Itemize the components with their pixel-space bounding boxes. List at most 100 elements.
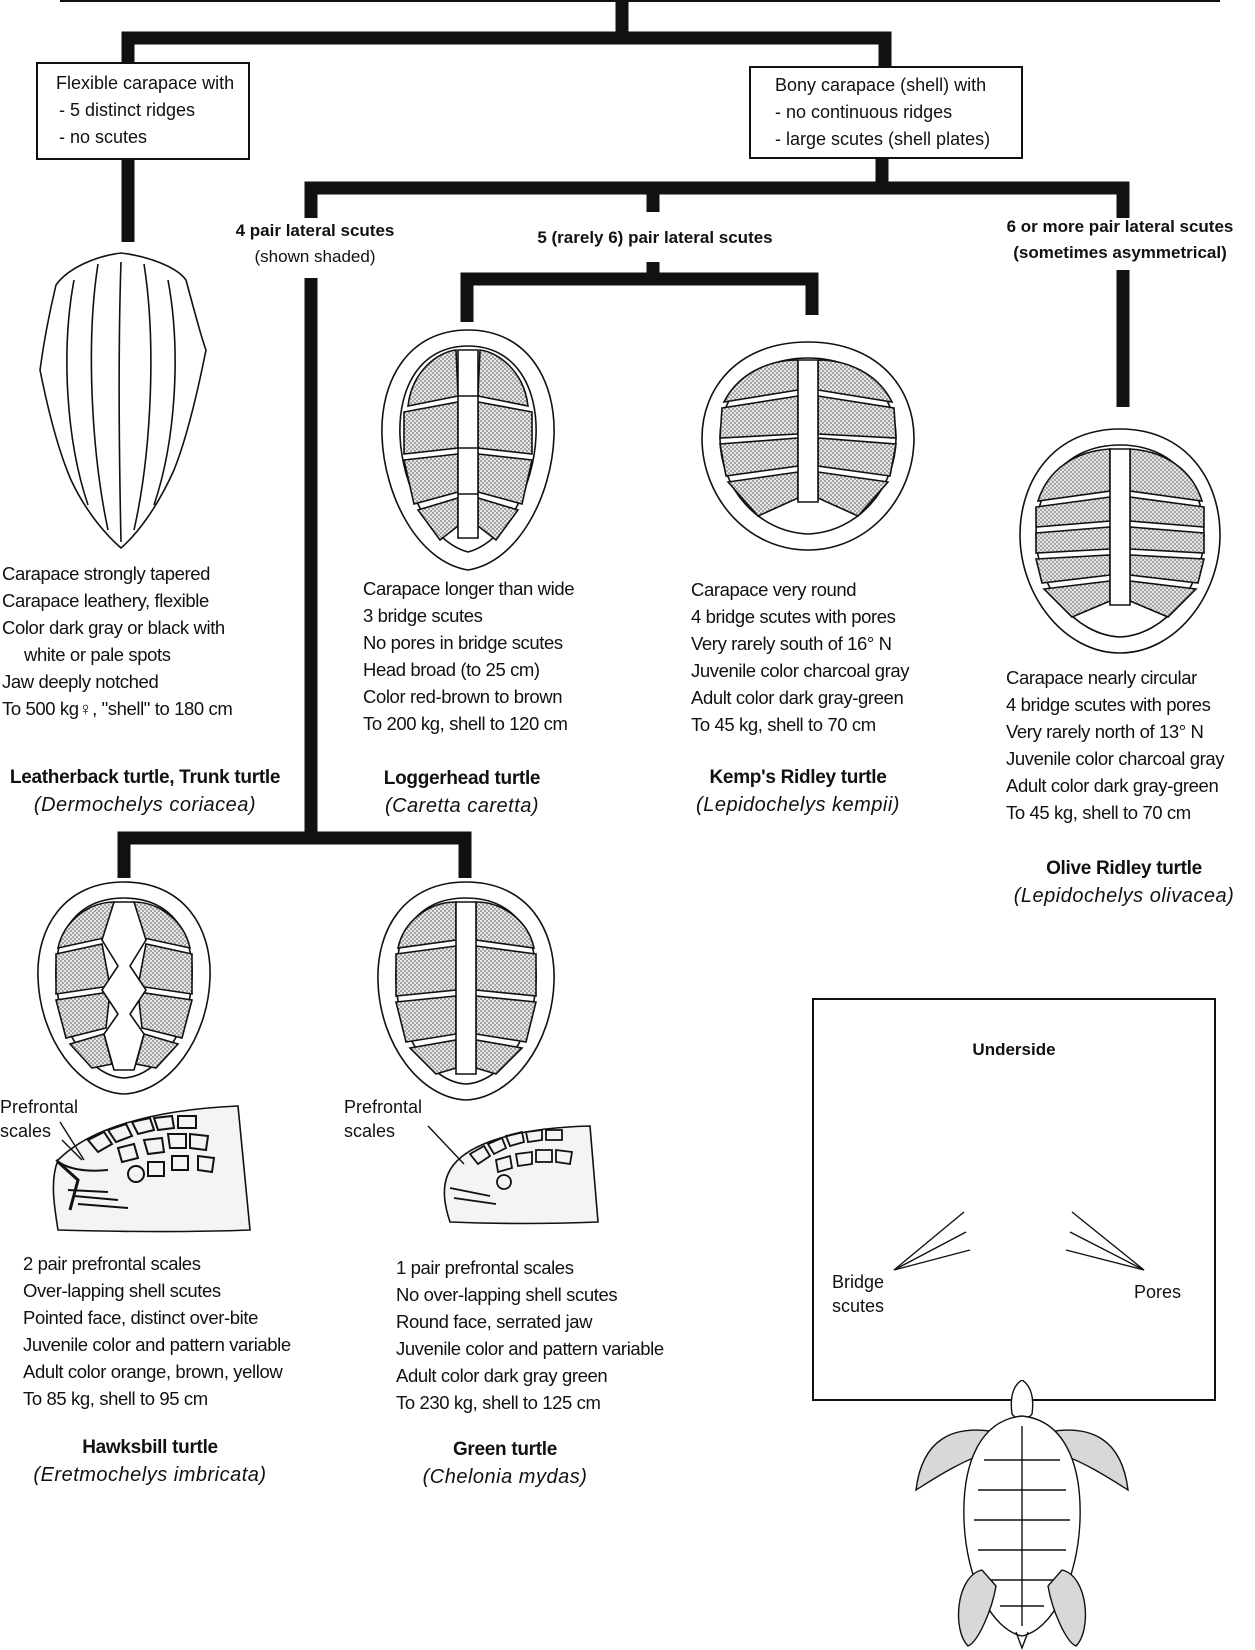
label-line: Prefrontal <box>344 1097 423 1117</box>
flexible-carapace-line: - 5 distinct ridges <box>59 100 196 120</box>
leatherback-common-name: Leatherback turtle, Trunk turtle <box>9 767 281 788</box>
hawksbill-prefrontal-label: Prefrontal scales <box>0 1095 78 1143</box>
label-line: scutes <box>832 1296 885 1316</box>
loggerhead-traits: Carapace longer than wide 3 bridge scute… <box>363 575 575 737</box>
category-four-pair: 4 pair lateral scutes (shown shaded) <box>210 218 420 270</box>
trait-line: To 500 kg♀, "shell" to 180 cm <box>2 698 233 719</box>
trait-line: Juvenile color charcoal gray <box>691 660 910 681</box>
turtle-underside-drawing <box>915 1380 1129 1650</box>
loggerhead-common-name: Loggerhead turtle <box>383 768 541 789</box>
key-connector-lines <box>60 0 1220 878</box>
label-line: scales <box>0 1121 52 1141</box>
trait-line: To 230 kg, shell to 125 cm <box>396 1392 601 1413</box>
green-name: Green turtle (Chelonia mydas) <box>395 1436 615 1491</box>
trait-line: Juvenile color and pattern variable <box>396 1338 664 1359</box>
flexible-carapace-box: Flexible carapace with - 5 distinct ridg… <box>36 62 250 160</box>
trait-line: Round face, serrated jaw <box>396 1311 593 1332</box>
label-line: Prefrontal <box>0 1097 79 1117</box>
green-prefrontal-label: Prefrontal scales <box>344 1095 422 1143</box>
loggerhead-carapace-drawing <box>381 329 555 571</box>
pores-label: Pores <box>1134 1282 1182 1302</box>
trait-line: Very rarely north of 13° N <box>1006 721 1204 742</box>
bony-carapace-box: Bony carapace (shell) with - no continuo… <box>749 66 1023 159</box>
label-line: Bridge <box>832 1272 885 1292</box>
inset-pointer-lines <box>893 1211 1145 1271</box>
category-four-pair-sub: (shown shaded) <box>254 247 376 266</box>
trait-line: Carapace very round <box>691 579 857 600</box>
hawksbill-traits: 2 pair prefrontal scales Over-lapping sh… <box>23 1250 291 1412</box>
category-six-pair: 6 or more pair lateral scutes (sometimes… <box>985 214 1255 266</box>
trait-line: Very rarely south of 16° N <box>691 633 892 654</box>
trait-line: Adult color dark gray-green <box>691 687 904 708</box>
trait-line: 4 bridge scutes with pores <box>691 606 896 627</box>
trait-line: white or pale spots <box>24 644 171 665</box>
leatherback-name: Leatherback turtle, Trunk turtle (Dermoc… <box>0 764 290 819</box>
kemps-scientific-name: (Lepidochelys kempii) <box>696 794 900 816</box>
trait-line: To 85 kg, shell to 95 cm <box>23 1388 208 1409</box>
trait-line: 1 pair prefrontal scales <box>396 1257 574 1278</box>
trait-line: Adult color dark gray green <box>396 1365 608 1386</box>
leatherback-carapace-drawing <box>39 252 207 550</box>
bony-carapace-title: Bony carapace (shell) with <box>775 75 987 95</box>
trait-line: Adult color orange, brown, yellow <box>23 1361 283 1382</box>
trait-line: No over-lapping shell scutes <box>396 1284 618 1305</box>
category-six-pair-label: 6 or more pair lateral scutes <box>1006 217 1234 236</box>
olive-scientific-name: (Lepidochelys olivacea) <box>1013 885 1235 907</box>
trait-line: Over-lapping shell scutes <box>23 1280 221 1301</box>
trait-line: 2 pair prefrontal scales <box>23 1253 201 1274</box>
hawksbill-scientific-name: (Eretmochelys imbricata) <box>33 1464 267 1486</box>
bridge-scutes-label: Bridge scutes <box>832 1270 884 1318</box>
leatherback-traits: Carapace strongly tapered Carapace leath… <box>2 560 233 722</box>
hawksbill-carapace-drawing <box>37 881 211 1095</box>
trait-line: Color dark gray or black with <box>2 617 225 638</box>
green-scientific-name: (Chelonia mydas) <box>422 1466 588 1488</box>
bony-carapace-line: - large scutes (shell plates) <box>775 129 991 149</box>
green-traits: 1 pair prefrontal scales No over-lapping… <box>396 1254 664 1416</box>
loggerhead-scientific-name: (Caretta caretta) <box>384 795 540 817</box>
kemps-traits: Carapace very round 4 bridge scutes with… <box>691 576 910 738</box>
trait-line: To 200 kg, shell to 120 cm <box>363 713 568 734</box>
kemps-carapace-drawing <box>701 341 915 551</box>
flexible-carapace-line: - no scutes <box>59 127 148 147</box>
hawksbill-common-name: Hawksbill turtle <box>82 1437 218 1458</box>
category-five-pair-label: 5 (rarely 6) pair lateral scutes <box>537 228 773 247</box>
trait-line: 4 bridge scutes with pores <box>1006 694 1211 715</box>
olive-common-name: Olive Ridley turtle <box>1046 858 1202 879</box>
trait-line: No pores in bridge scutes <box>363 632 563 653</box>
trait-line: Jaw deeply notched <box>2 671 159 692</box>
underside-inset: Underside Bridge scutes Pores <box>812 998 1216 1650</box>
flexible-carapace-title: Flexible carapace with <box>56 73 235 93</box>
olive-name: Olive Ridley turtle (Lepidochelys olivac… <box>995 855 1253 910</box>
trait-line: Color red-brown to brown <box>363 686 563 707</box>
trait-line: Carapace nearly circular <box>1006 667 1197 688</box>
trait-line: Adult color dark gray-green <box>1006 775 1219 796</box>
category-four-pair-label: 4 pair lateral scutes <box>235 221 395 240</box>
trait-line: Pointed face, distinct over-bite <box>23 1307 259 1328</box>
trait-line: Juvenile color and pattern variable <box>23 1334 291 1355</box>
leatherback-scientific-name: (Dermochelys coriacea) <box>33 794 257 816</box>
olive-carapace-drawing <box>1019 428 1221 654</box>
olive-traits: Carapace nearly circular 4 bridge scutes… <box>1006 664 1225 826</box>
loggerhead-name: Loggerhead turtle (Caretta caretta) <box>352 765 572 820</box>
category-six-pair-sub: (sometimes asymmetrical) <box>1013 243 1227 262</box>
kemps-common-name: Kemp's Ridley turtle <box>709 767 887 788</box>
hawksbill-head-drawing <box>52 1105 251 1233</box>
trait-line: Carapace strongly tapered <box>2 563 211 584</box>
trait-line: To 45 kg, shell to 70 cm <box>691 714 876 735</box>
trait-line: Head broad (to 25 cm) <box>363 659 540 680</box>
bony-carapace-line: - no continuous ridges <box>775 102 953 122</box>
label-line: scales <box>344 1121 396 1141</box>
green-carapace-drawing <box>377 881 555 1101</box>
green-common-name: Green turtle <box>452 1439 558 1460</box>
green-head-drawing <box>443 1125 599 1225</box>
trait-line: To 45 kg, shell to 70 cm <box>1006 802 1191 823</box>
underside-title: Underside <box>972 1040 1056 1059</box>
trait-line: Juvenile color charcoal gray <box>1006 748 1225 769</box>
kemps-name: Kemp's Ridley turtle (Lepidochelys kempi… <box>680 764 916 819</box>
trait-line: Carapace longer than wide <box>363 578 575 599</box>
trait-line: Carapace leathery, flexible <box>2 590 209 611</box>
prefrontal-leader-lines <box>59 1121 465 1165</box>
hawksbill-name: Hawksbill turtle (Eretmochelys imbricata… <box>10 1434 290 1489</box>
category-five-pair: 5 (rarely 6) pair lateral scutes <box>500 225 810 251</box>
trait-line: 3 bridge scutes <box>363 605 483 626</box>
